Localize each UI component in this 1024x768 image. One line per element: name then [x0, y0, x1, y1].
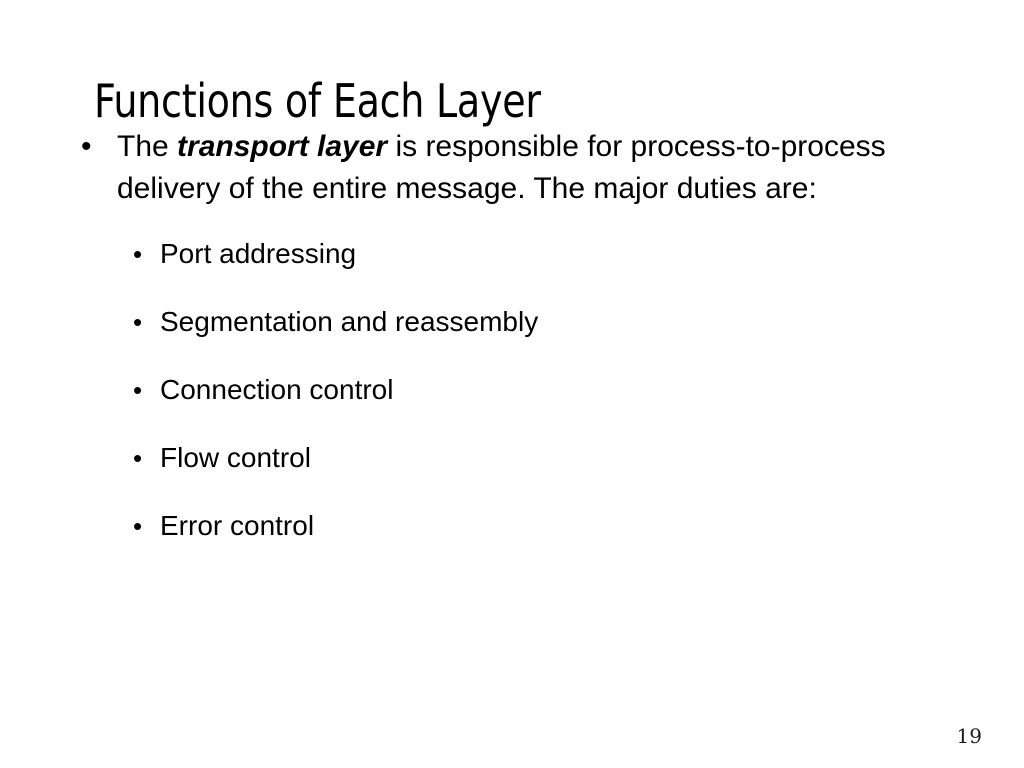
list-item-flow-control: • Flow control — [0, 438, 1024, 506]
bullet-dot-icon: • — [133, 239, 143, 269]
main-bullet-text-after: is responsible for process-to-process de… — [117, 130, 886, 205]
bullet-dot-icon: • — [133, 511, 143, 541]
main-bullet-text: The transport layer is responsible for p… — [117, 126, 970, 210]
sub-bullet-label: Port addressing — [160, 238, 357, 269]
sub-bullet-label: Error control — [160, 510, 315, 541]
list-item-main: • The transport layer is responsible for… — [0, 126, 1024, 210]
slide-body: • The transport layer is responsible for… — [0, 126, 1024, 574]
main-bullet-emphasis-term: transport layer — [177, 130, 388, 163]
bullet-dot-icon: • — [133, 307, 143, 337]
list-item-segmentation-and-reassembly: • Segmentation and reassembly — [0, 302, 1024, 370]
list-item-port-addressing: • Port addressing — [0, 234, 1024, 302]
bullet-dot-icon: • — [133, 375, 143, 405]
list-item-connection-control: • Connection control — [0, 370, 1024, 438]
sub-bullet-label: Segmentation and reassembly — [160, 306, 539, 337]
sub-bullet-label: Flow control — [160, 442, 311, 473]
main-bullet-text-before: The — [117, 130, 178, 163]
sub-bullet-label: Connection control — [160, 374, 394, 405]
sub-bullet-list: • Port addressing • Segmentation and rea… — [0, 234, 1024, 574]
page-number: 19 — [956, 724, 982, 748]
bullet-dot-icon: • — [81, 130, 92, 163]
bullet-dot-icon: • — [133, 443, 143, 473]
page-title: Functions of Each Layer — [94, 73, 541, 128]
list-item-error-control: • Error control — [0, 506, 1024, 574]
